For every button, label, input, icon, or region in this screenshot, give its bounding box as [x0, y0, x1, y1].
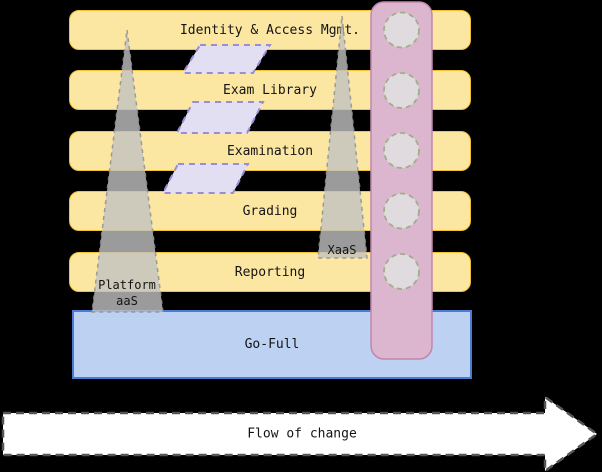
layer-bar-identity-access-mgmt: Identity & Access Mgmt. — [69, 10, 471, 50]
xaas-label: XaaS — [327, 243, 357, 257]
platform-aas-label-line2: aaS — [116, 294, 138, 308]
layer-label-reporting: Reporting — [234, 264, 306, 280]
platform-aas-label-line1: Platform — [98, 278, 156, 292]
layer-bar-exam-library: Exam Library — [69, 70, 471, 110]
layer-label-grading: Grading — [242, 203, 298, 219]
base-label-go-full: Go-Full — [244, 337, 300, 352]
change-pipeline-column — [370, 1, 433, 360]
layer-label-exam-library: Exam Library — [223, 82, 317, 98]
base-bar-go-full: Go-Full — [72, 310, 472, 379]
layer-label-identity-access-mgmt: Identity & Access Mgmt. — [179, 22, 360, 38]
layer-bar-grading: Grading — [69, 191, 471, 231]
layer-label-examination: Examination — [226, 143, 314, 159]
flow-of-change-label: Flow of change — [247, 426, 357, 442]
layer-bar-examination: Examination — [69, 131, 471, 171]
